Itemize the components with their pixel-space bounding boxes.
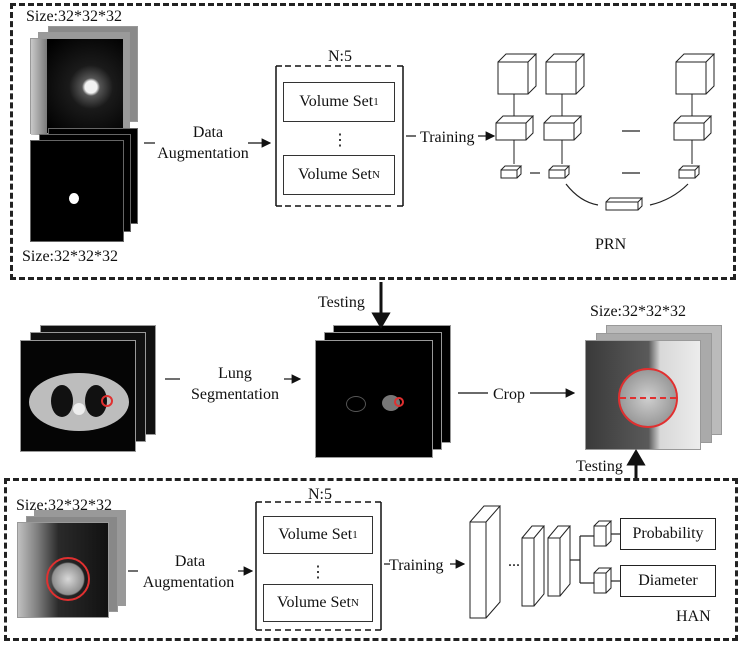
bottom-nodule-circle [46,557,90,601]
top-aug-label-line1: Data [192,124,224,141]
han-head-1 [593,520,613,547]
prn-cube-2a [545,53,586,95]
seg-image [315,340,433,458]
crop-size-label: Size:32*32*32 [590,303,686,320]
top-volume-bracket [275,65,404,207]
crop-diameter-line [620,397,676,399]
prn-cube-3b [673,115,713,141]
ct-right-lung [85,385,107,417]
middle-flow-arrows [165,374,576,398]
top-n-label: N:5 [328,48,352,65]
han-layer-2 [521,525,546,607]
seg-nodule-marker [394,397,404,407]
top-training-label: Training [420,129,475,146]
ct-left-lung [51,385,73,417]
mask-blob [69,193,79,204]
bottom-n-label: N:5 [308,486,332,503]
bottom-flow-arrows [128,559,466,576]
bottom-volume-bracket [255,501,382,631]
prn-cube-2c [548,165,571,179]
prn-cube-3a [675,53,716,95]
bottom-aug-label-line2: Augmentation [142,574,235,591]
testing-arrows [371,282,646,478]
han-network [469,505,613,619]
prn-label: PRN [595,236,627,253]
prn-cube-2b [543,115,583,141]
seg-left-lung [346,396,366,412]
bottom-patch-image [17,522,109,618]
testing-top-label: Testing [318,294,365,311]
mask-image [30,140,124,242]
ct-nodule-marker [101,395,113,407]
bottom-volume-set-ellipsis: ⋮ [310,564,326,581]
han-ellipsis: ... [508,553,520,570]
top-input-size-label: Size:32*32*32 [26,8,122,25]
output-probability-box: Probability [620,518,716,550]
prn-training-panel [10,3,736,280]
han-layer-1 [469,505,502,619]
bottom-training-label: Training [389,557,444,574]
crop-label: Crop [493,386,525,403]
prn-cube-1b [495,115,535,141]
lung-seg-label-line1: Lung [218,365,252,382]
han-label: HAN [676,608,711,625]
ct-slice-image [20,340,136,452]
ct-patch-image [30,38,124,135]
prn-bottleneck [605,197,644,211]
lung-seg-label-line2: Segmentation [191,386,279,403]
top-volume-set-ellipsis: ⋮ [332,132,348,149]
han-layer-3 [547,525,572,597]
bottom-input-size-label: Size:32*32*32 [16,497,112,514]
output-diameter-box: Diameter [620,565,716,597]
testing-bottom-label: Testing [576,458,623,475]
top-mask-size-label: Size:32*32*32 [22,248,118,265]
prn-cube-3c [678,165,701,179]
prn-network [495,53,716,211]
prn-cube-1a [497,53,538,95]
top-aug-label-line2: Augmentation [157,145,249,162]
han-training-panel [4,478,738,641]
top-flow-arrows [144,131,496,148]
prn-connectors [530,130,689,206]
han-connectors [570,533,620,584]
prn-cube-1c [500,165,523,179]
han-head-2 [593,567,613,594]
crop-patch-image [585,340,701,450]
bottom-aug-label-line1: Data [174,553,206,570]
ct-spine [73,403,85,415]
